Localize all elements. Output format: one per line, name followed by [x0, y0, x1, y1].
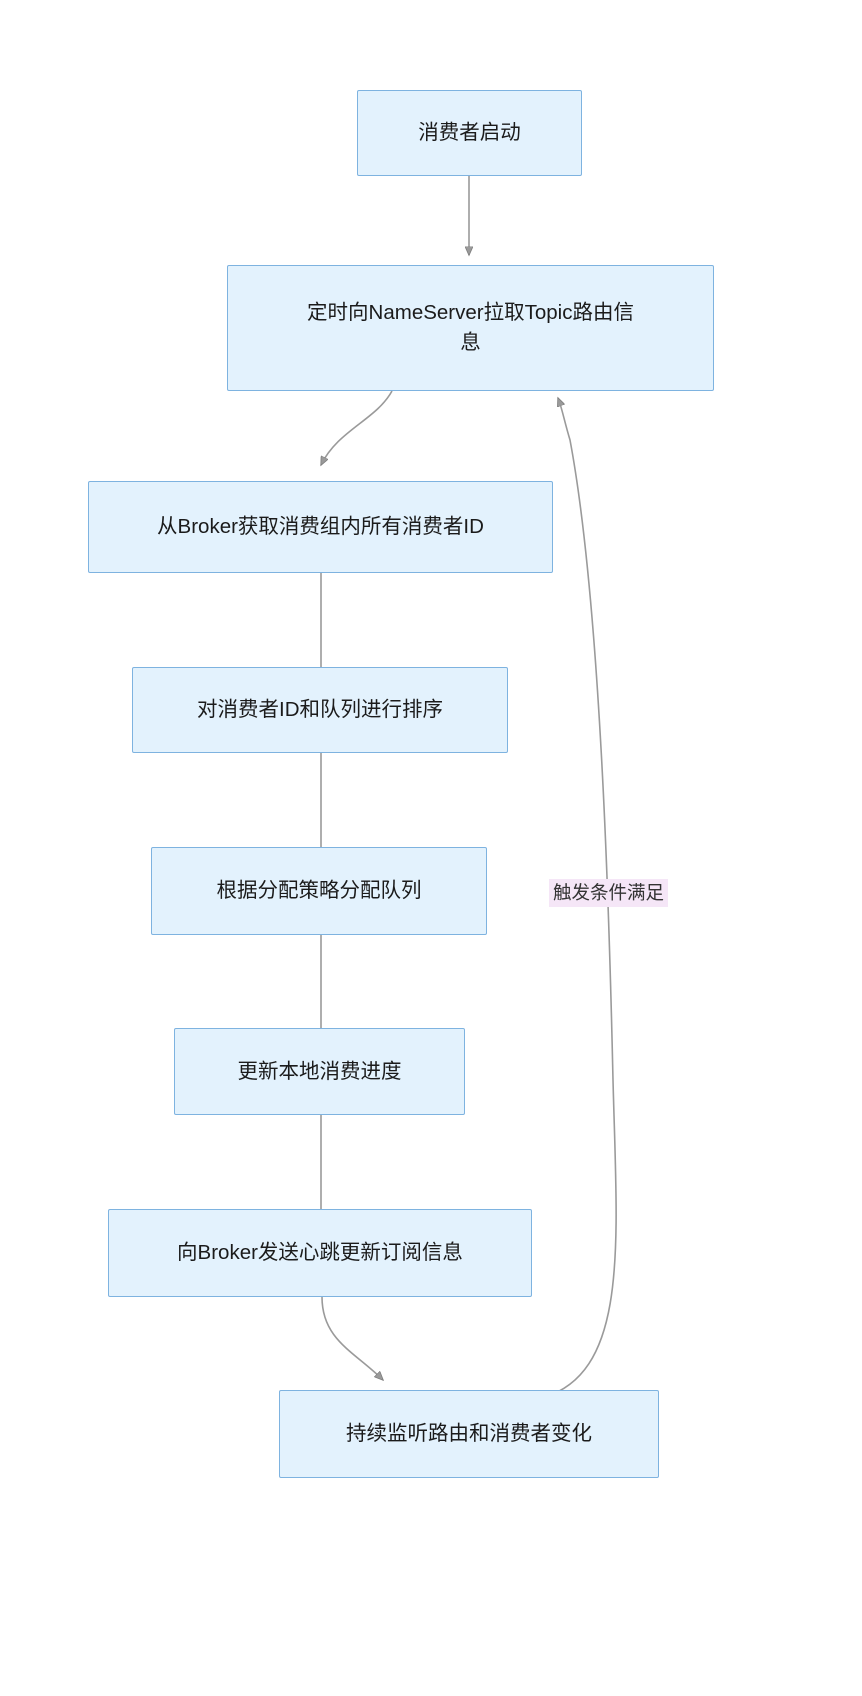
flow-node-label: 持续监听路由和消费者变化 [346, 1422, 592, 1446]
flow-node-label: 更新本地消费进度 [237, 1059, 402, 1083]
flow-node-consumer-start[interactable]: 消费者启动 [357, 90, 582, 176]
flow-node-allocate-queues[interactable]: 根据分配策略分配队列 [151, 847, 487, 935]
flow-node-label: 向Broker发送心跳更新订阅信息 [177, 1241, 463, 1265]
edge-label-text: 触发条件满足 [553, 882, 665, 903]
flow-node-label: 根据分配策略分配队列 [216, 879, 422, 903]
flow-node-update-local-offset[interactable]: 更新本地消费进度 [174, 1028, 465, 1115]
flow-node-send-heartbeat[interactable]: 向Broker发送心跳更新订阅信息 [108, 1209, 532, 1297]
edge-label-trigger-condition: 触发条件满足 [549, 879, 669, 908]
flow-node-label: 对消费者ID和队列进行排序 [197, 698, 443, 722]
flow-node-label: 从Broker获取消费组内所有消费者ID [157, 515, 484, 539]
flow-node-watch-changes[interactable]: 持续监听路由和消费者变化 [279, 1390, 659, 1478]
flow-node-label: 定时向NameServer拉取Topic路由信 息 [307, 301, 634, 354]
flow-node-sort-ids-queues[interactable]: 对消费者ID和队列进行排序 [132, 667, 508, 753]
flow-node-pull-topic-route[interactable]: 定时向NameServer拉取Topic路由信 息 [227, 265, 714, 391]
flow-node-label: 消费者启动 [418, 121, 521, 145]
edge-n2-n3 [320, 390, 393, 465]
flow-node-fetch-consumer-ids[interactable]: 从Broker获取消费组内所有消费者ID [88, 481, 553, 573]
edge-n7-n8 [321, 1296, 383, 1380]
